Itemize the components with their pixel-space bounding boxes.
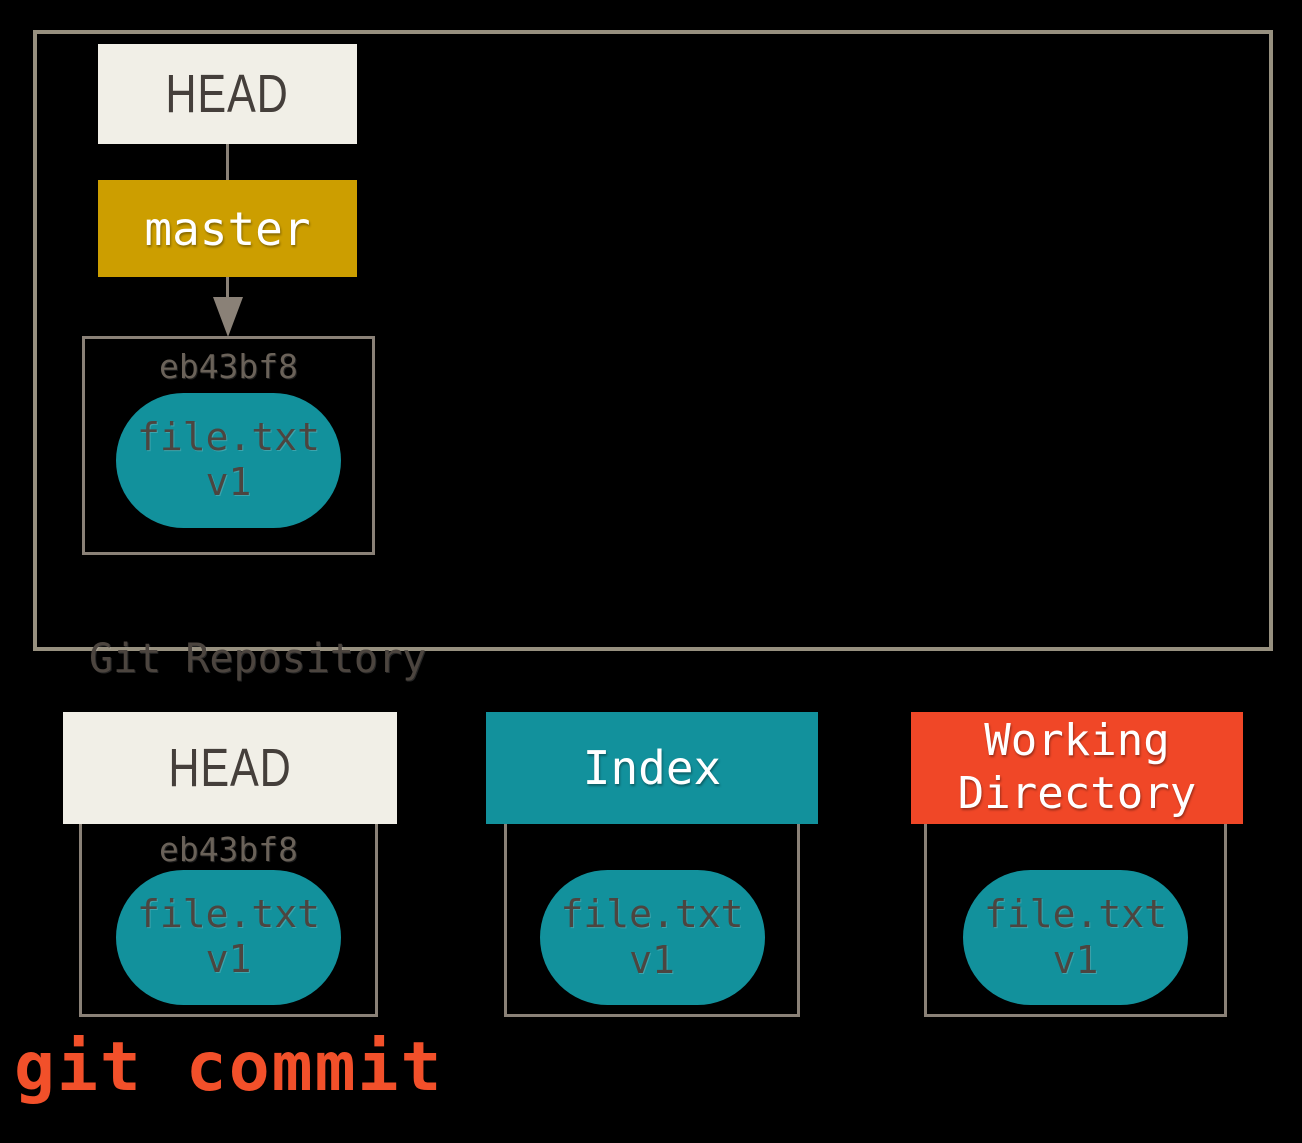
head-ref-label: HEAD (165, 64, 290, 124)
file-version-label: v1 (1052, 937, 1099, 982)
commit-hash-label: eb43bf8 (158, 347, 299, 386)
head-column-label: HEAD (168, 738, 292, 798)
master-branch-label: master (144, 201, 311, 256)
index-column-box: file.txt v1 (504, 824, 800, 1017)
working-directory-column-box: file.txt v1 (924, 824, 1227, 1017)
index-column-header: Index (486, 712, 818, 824)
master-branch-box: master (98, 180, 357, 277)
file-name-label: file.txt (136, 891, 321, 936)
file-version-label: v1 (629, 937, 675, 982)
file-blob-pill: file.txt v1 (539, 870, 765, 1005)
working-directory-column-label: Working Directory (957, 715, 1197, 819)
file-version-label: v1 (205, 937, 252, 982)
file-name-label: file.txt (983, 891, 1168, 936)
master-to-commit-connector (226, 277, 229, 299)
head-ref-box: HEAD (98, 44, 357, 144)
arrow-down-icon (213, 297, 243, 337)
file-name-label: file.txt (560, 891, 744, 936)
index-column-label: Index (582, 741, 722, 795)
file-name-label: file.txt (136, 414, 321, 459)
git-repository-box: Git Repository (33, 30, 1273, 682)
head-column-hash-label: eb43bf8 (158, 830, 299, 869)
commit-box: eb43bf8 file.txt v1 (82, 336, 375, 555)
head-to-master-connector (226, 144, 229, 181)
file-blob-pill: file.txt v1 (963, 870, 1188, 1005)
working-directory-column-header: Working Directory (911, 712, 1243, 824)
git-repository-label: Git Repository (89, 636, 427, 682)
head-column-box: eb43bf8 file.txt v1 (79, 824, 378, 1017)
file-blob-pill: file.txt v1 (116, 392, 341, 528)
file-version-label: v1 (205, 460, 252, 505)
file-blob-pill: file.txt v1 (116, 869, 341, 1005)
git-command-caption: git commit (14, 1028, 444, 1107)
head-column-header: HEAD (63, 712, 397, 824)
